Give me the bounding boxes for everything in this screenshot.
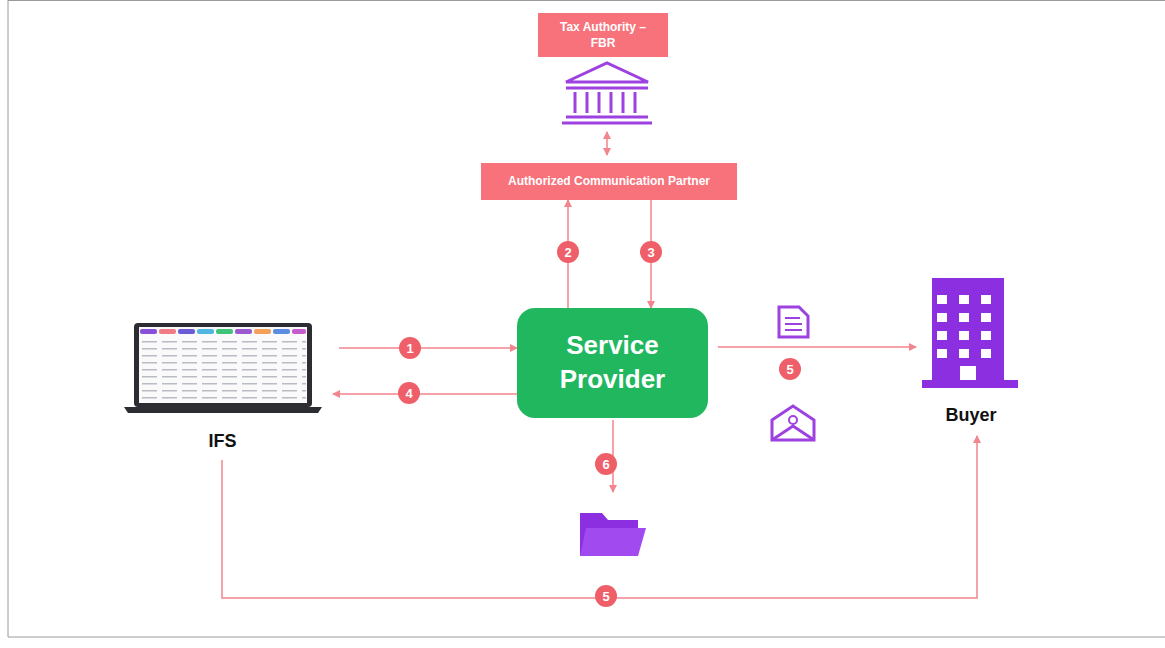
buyer-node: Buyer (912, 274, 1030, 430)
callout-number: 6 (595, 453, 617, 475)
node-label: IFS (120, 431, 325, 452)
connector (339, 347, 517, 349)
callout-number: 3 (640, 241, 662, 263)
process-box: Service Provider (517, 308, 708, 418)
connector (718, 346, 916, 348)
system-node: IFS (120, 318, 325, 456)
callout-number: 2 (557, 241, 579, 263)
connector (333, 393, 517, 395)
node-label: Tax Authority – FBR (538, 13, 668, 57)
callout-number: 4 (398, 382, 420, 404)
connector (222, 436, 977, 598)
callout-number: 5 (779, 358, 801, 380)
laptop-icon (124, 323, 322, 413)
building-icon (922, 278, 1018, 388)
folder-icon (580, 528, 646, 556)
connector (606, 132, 608, 155)
authority-node: Tax Authority – FBR (530, 10, 676, 128)
partner-box: Authorized Communication Partner (481, 163, 737, 200)
bank-icon (562, 63, 652, 123)
callout-number: 1 (399, 337, 421, 359)
node-label: Service Provider (517, 308, 708, 418)
node-label: Buyer (912, 405, 1030, 426)
callout-number: 5 (595, 585, 617, 607)
document-icon (779, 307, 808, 337)
frame (8, 0, 1165, 1)
email-icon (772, 406, 814, 440)
frame (8, 0, 1165, 637)
node-label: Authorized Communication Partner (481, 163, 737, 200)
